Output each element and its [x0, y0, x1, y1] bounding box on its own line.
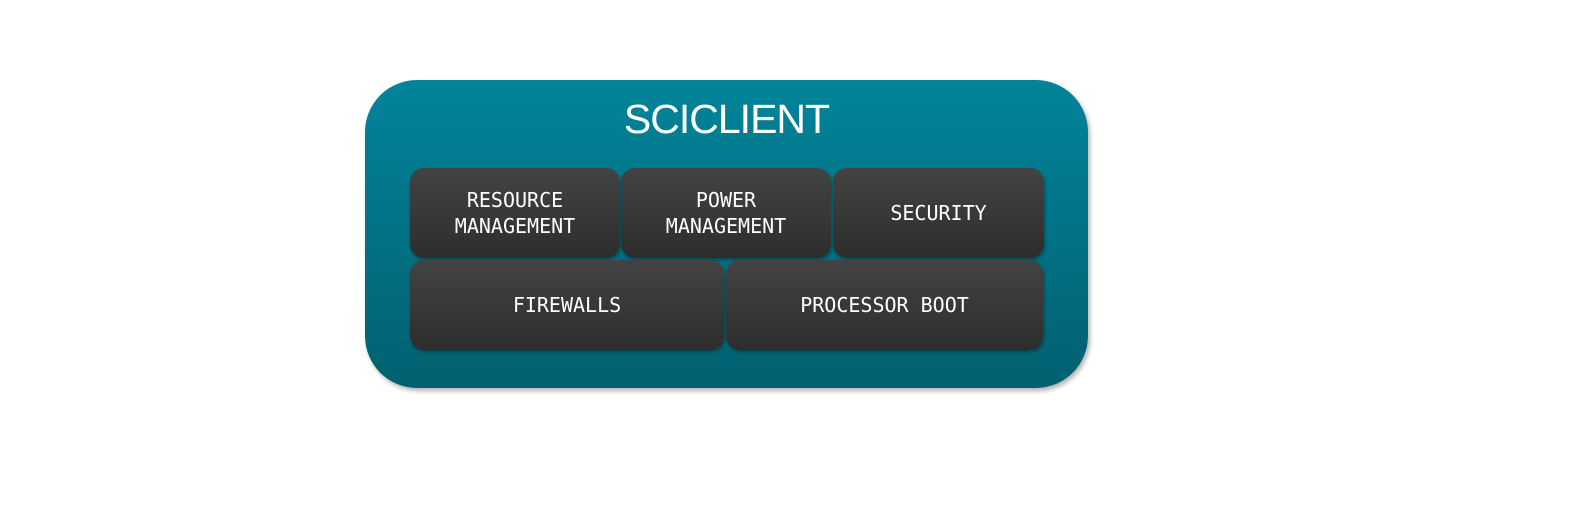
power-management-box: POWER MANAGEMENT: [621, 168, 831, 258]
processor-boot-box: PROCESSOR BOOT: [726, 260, 1043, 350]
resource-management-box: RESOURCE MANAGEMENT: [410, 168, 620, 258]
diagram-title: SCICLIENT: [623, 96, 830, 142]
security-box: SECURITY: [833, 168, 1044, 258]
sciclient-container: SCICLIENT RESOURCE MANAGEMENT POWER MANA…: [365, 80, 1088, 388]
firewalls-box: FIREWALLS: [410, 260, 724, 350]
